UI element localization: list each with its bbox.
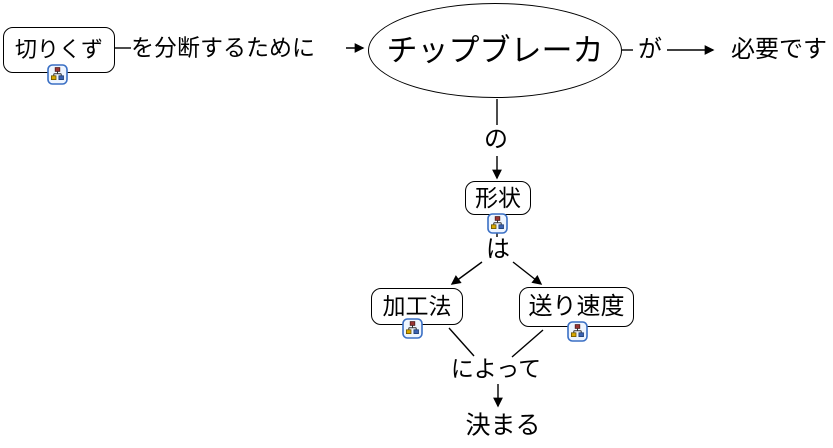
edge-label-hitsuyou[interactable]: 必要です [731, 36, 827, 63]
edge-label-wo-bundan[interactable]: を分断するために [131, 34, 315, 61]
edge-kakouhou-to-niyotte [448, 327, 475, 357]
org-chart-submap-icon[interactable] [567, 321, 588, 342]
org-chart-submap-icon[interactable] [487, 213, 508, 234]
edge-label-kimaru[interactable]: 決まる [465, 411, 541, 440]
org-chart-submap-icon[interactable] [47, 64, 68, 85]
edge-wa-to-kakouhou-arrow [450, 261, 483, 285]
node-kakouhou-label: 加工法 [382, 293, 452, 319]
node-okurisokudo-label: 送り速度 [528, 293, 625, 320]
node-keijou[interactable]: 形状 [465, 181, 531, 215]
node-okurisokudo[interactable]: 送り速度 [519, 287, 634, 327]
edge-okuri-to-niyotte [511, 329, 544, 358]
edge-label-no[interactable]: の [484, 126, 508, 153]
edge-label-ga[interactable]: が [638, 36, 662, 63]
node-chipbreaker-label: チップブレーカ [386, 33, 604, 68]
node-keijou-label: 形状 [475, 184, 521, 211]
node-kirikuzu-label: 切りくず [14, 37, 103, 62]
edge-wa-to-okuri-arrow [512, 261, 543, 285]
org-chart-submap-icon[interactable] [402, 318, 423, 339]
edge-label-niyotte[interactable]: によって [450, 355, 542, 382]
node-chipbreaker[interactable]: チップブレーカ [368, 3, 622, 98]
edge-label-wa[interactable]: は [486, 236, 510, 263]
